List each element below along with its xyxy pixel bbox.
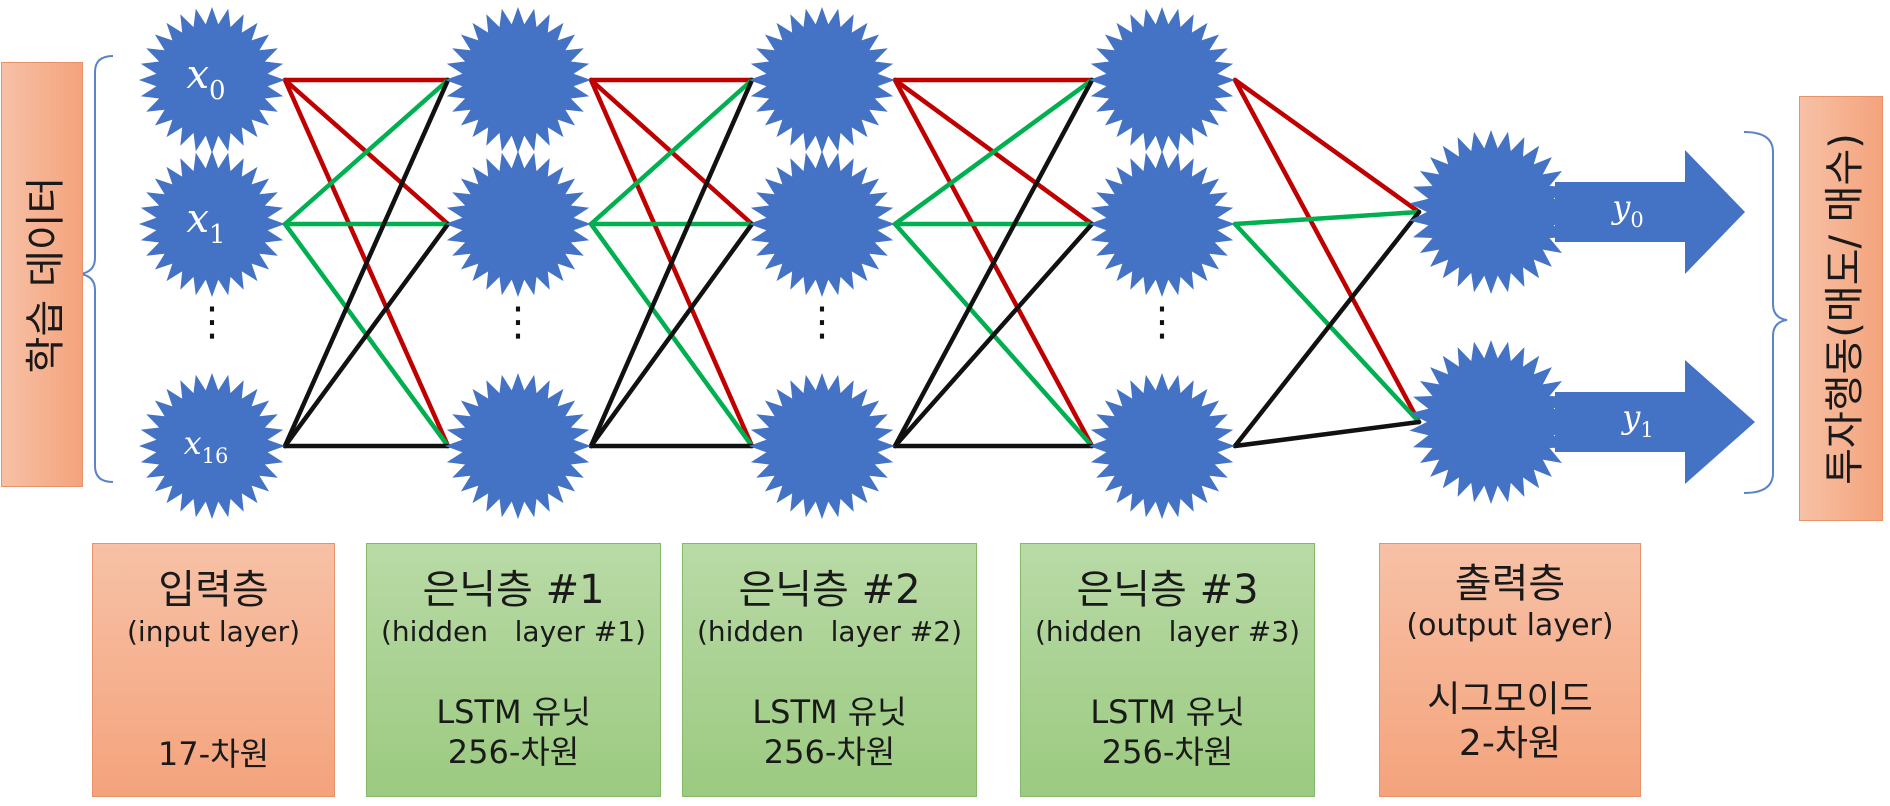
edge-red bbox=[1232, 77, 1422, 425]
neuron bbox=[139, 7, 285, 153]
hidden-layer-2-box: 은닉층 #2 (hidden layer #2) LSTM 유닛 256-차원 bbox=[682, 543, 977, 797]
hidden-layer-2-subtitle: (hidden layer #2) bbox=[696, 615, 962, 648]
hidden-layer-1-box: 은닉층 #1 (hidden layer #1) LSTM 유닛 256-차원 bbox=[366, 543, 661, 797]
hidden-layer-3-subtitle: (hidden layer #3) bbox=[1034, 615, 1300, 648]
input-layer-box: 입력층 (input layer) 17-차원 bbox=[92, 543, 335, 797]
output-layer-activation: 시그모이드 bbox=[1427, 679, 1593, 720]
input-layer-dimension: 17-차원 bbox=[157, 735, 270, 773]
hidden-layer-1-dimension: 256-차원 bbox=[447, 733, 580, 771]
left-brace bbox=[79, 55, 114, 483]
output-layer-box: 출력층 (output layer) 시그모이드 2-차원 bbox=[1379, 543, 1641, 797]
hidden-layer-3-box: 은닉층 #3 (hidden layer #3) LSTM 유닛 256-차원 bbox=[1020, 543, 1315, 797]
output-layer-title: 출력층 bbox=[1454, 561, 1566, 607]
hidden-layer-2-unit: LSTM 유닛 bbox=[752, 693, 907, 731]
edge-green bbox=[892, 77, 1095, 227]
ellipsis: ⋮ bbox=[192, 299, 232, 345]
output-neuron bbox=[1409, 130, 1573, 294]
neuron bbox=[445, 151, 591, 297]
ellipsis: ⋮ bbox=[802, 299, 842, 345]
neuron bbox=[749, 373, 895, 519]
training-data-text: 학습 데이터 bbox=[23, 176, 69, 373]
output-arrow-1 bbox=[1555, 360, 1755, 484]
node-labels: ⋮ ⋮ ⋮ ⋮ x0 x1 x16 y0 y1 bbox=[184, 52, 1654, 468]
connections bbox=[282, 77, 1422, 449]
output-arrows bbox=[1555, 150, 1755, 484]
output-neuron bbox=[1409, 340, 1573, 504]
neuron bbox=[749, 151, 895, 297]
neuron bbox=[445, 373, 591, 519]
input-node-label: x0 bbox=[186, 52, 225, 106]
training-data-label: 학습 데이터 bbox=[1, 62, 83, 487]
hidden-layer-1-subtitle: (hidden layer #1) bbox=[380, 615, 646, 648]
output-layer-subtitle: (output layer) bbox=[1406, 608, 1614, 643]
input-layer-title: 입력층 bbox=[158, 567, 269, 613]
edge-black bbox=[1232, 419, 1422, 449]
hidden-layer-3-title: 은닉층 #3 bbox=[1076, 567, 1259, 613]
investment-action-text: 투자행동(매도/ 매수) bbox=[1822, 132, 1868, 485]
output-node-label: y0 bbox=[1610, 188, 1643, 232]
edge-black bbox=[892, 221, 1095, 449]
neuron bbox=[749, 7, 895, 153]
neuron bbox=[139, 373, 285, 519]
edge-black bbox=[282, 221, 451, 449]
output-arrow-0 bbox=[1555, 150, 1745, 274]
input-node-label: x1 bbox=[186, 196, 225, 250]
neuron bbox=[1089, 151, 1235, 297]
hidden-layer-2-title: 은닉층 #2 bbox=[738, 567, 921, 613]
ellipsis: ⋮ bbox=[498, 299, 538, 345]
hidden-layer-3-unit: LSTM 유닛 bbox=[1090, 693, 1245, 731]
neuron bbox=[1089, 7, 1235, 153]
edge-green bbox=[1232, 221, 1422, 425]
edge-black bbox=[892, 77, 1095, 449]
hidden-layer-2-dimension: 256-차원 bbox=[763, 733, 896, 771]
neuron bbox=[1089, 373, 1235, 519]
right-brace bbox=[1743, 131, 1788, 494]
edge-black bbox=[282, 77, 451, 449]
edge-green bbox=[282, 77, 451, 227]
neurons bbox=[139, 7, 1573, 519]
investment-action-label: 투자행동(매도/ 매수) bbox=[1799, 96, 1883, 521]
neuron bbox=[139, 151, 285, 297]
edge-green bbox=[588, 77, 755, 227]
hidden-layer-1-unit: LSTM 유닛 bbox=[436, 693, 591, 731]
edge-red bbox=[1232, 77, 1422, 215]
hidden-layer-3-dimension: 256-차원 bbox=[1101, 733, 1234, 771]
input-node-label: x16 bbox=[184, 424, 229, 468]
edge-black bbox=[588, 221, 755, 449]
input-layer-subtitle: (input layer) bbox=[126, 615, 301, 648]
edge-black bbox=[588, 77, 755, 449]
edge-black bbox=[1232, 209, 1422, 449]
hidden-layer-1-title: 은닉층 #1 bbox=[422, 567, 605, 613]
edge-green bbox=[1232, 209, 1422, 227]
neuron bbox=[445, 7, 591, 153]
ellipsis: ⋮ bbox=[1142, 299, 1182, 345]
output-node-label: y1 bbox=[1620, 398, 1653, 442]
output-layer-dimension: 2-차원 bbox=[1458, 723, 1562, 764]
